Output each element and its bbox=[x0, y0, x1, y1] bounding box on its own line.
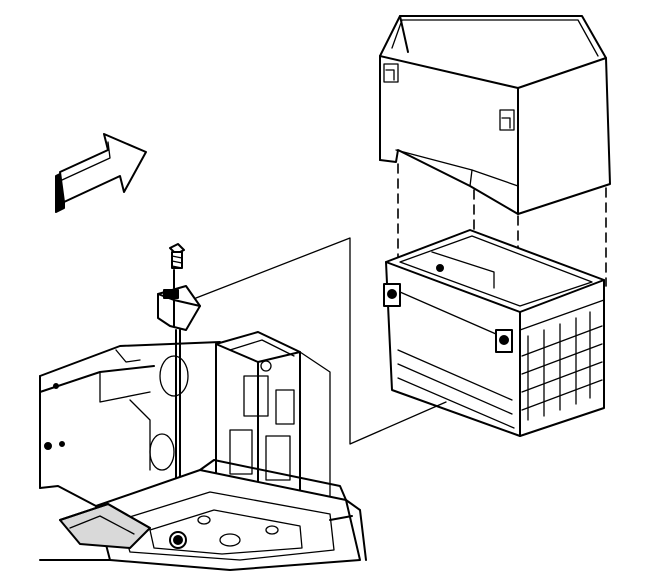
battery-side-cells bbox=[521, 311, 603, 421]
battery-leader-lines bbox=[195, 237, 447, 445]
direction-arrow-icon bbox=[55, 133, 147, 213]
battery-tray bbox=[39, 331, 367, 571]
battery bbox=[383, 229, 605, 437]
battery-insulator-cover bbox=[379, 15, 611, 215]
hold-down-retainer bbox=[157, 285, 201, 331]
hold-down-bolt bbox=[169, 243, 185, 269]
